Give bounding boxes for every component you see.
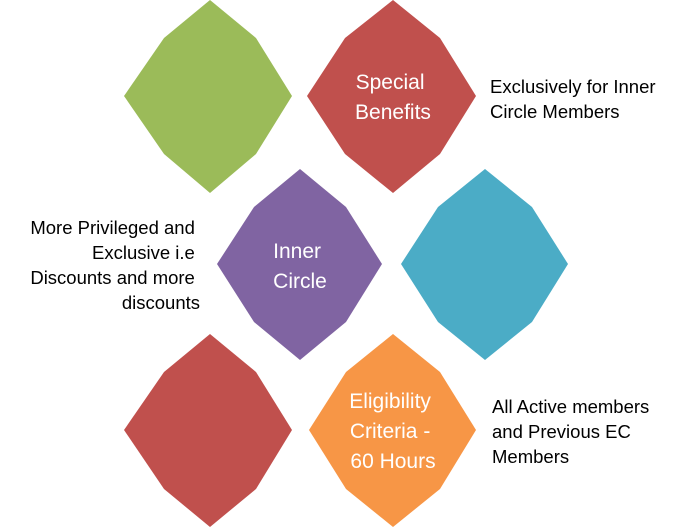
note-inner-circle: More Privileged and Exclusive i.e Discou… [30, 217, 200, 313]
note-eligibility-line-1: All Active members [492, 396, 649, 417]
hex-green [124, 0, 292, 193]
note-special-benefits-line-1: Exclusively for Inner [490, 76, 656, 97]
hex-eligibility-line-2: Criteria - [350, 420, 431, 443]
svg-text:Inner Circle: Inner Circle [273, 240, 327, 293]
hex-special-benefits: Special Benefits [307, 0, 476, 193]
hex-teal-shape [401, 169, 568, 360]
hex-red-bottom-shape [124, 334, 292, 527]
note-eligibility: All Active members and Previous EC Membe… [492, 396, 654, 467]
hex-eligibility-line-1: Eligibility [349, 390, 431, 413]
hex-inner-circle: Inner Circle [217, 169, 382, 360]
svg-text:Eligibility Criteria -: Eligibility Criteria - 60 Hours [349, 390, 437, 473]
hex-red-bottom [124, 334, 292, 527]
hex-eligibility-criteria-shape [309, 334, 476, 527]
note-inner-circle-line-2: Exclusive i.e [92, 242, 195, 263]
hex-inner-circle-shape [217, 169, 382, 360]
hex-special-benefits-line-1: Special [356, 71, 425, 94]
note-special-benefits-line-2: Circle Members [490, 101, 620, 122]
hex-special-benefits-line-2: Benefits [355, 101, 431, 124]
hex-eligibility-line-3: 60 Hours [350, 450, 435, 473]
hex-inner-circle-line-2: Circle [273, 270, 327, 293]
note-inner-circle-line-4: discounts [122, 292, 200, 313]
note-inner-circle-line-1: More Privileged and [30, 217, 195, 238]
hex-special-benefits-shape [307, 0, 476, 193]
note-special-benefits: Exclusively for Inner Circle Members [490, 76, 661, 122]
note-eligibility-line-3: Members [492, 446, 569, 467]
hex-teal [401, 169, 568, 360]
hex-inner-circle-line-1: Inner [273, 240, 321, 263]
svg-text:Special Benefits: Special Benefits [355, 71, 431, 124]
hex-green-shape [124, 0, 292, 193]
hex-eligibility-criteria: Eligibility Criteria - 60 Hours [309, 334, 476, 527]
note-eligibility-line-2: and Previous EC [492, 421, 631, 442]
note-inner-circle-line-3: Discounts and more [30, 267, 195, 288]
